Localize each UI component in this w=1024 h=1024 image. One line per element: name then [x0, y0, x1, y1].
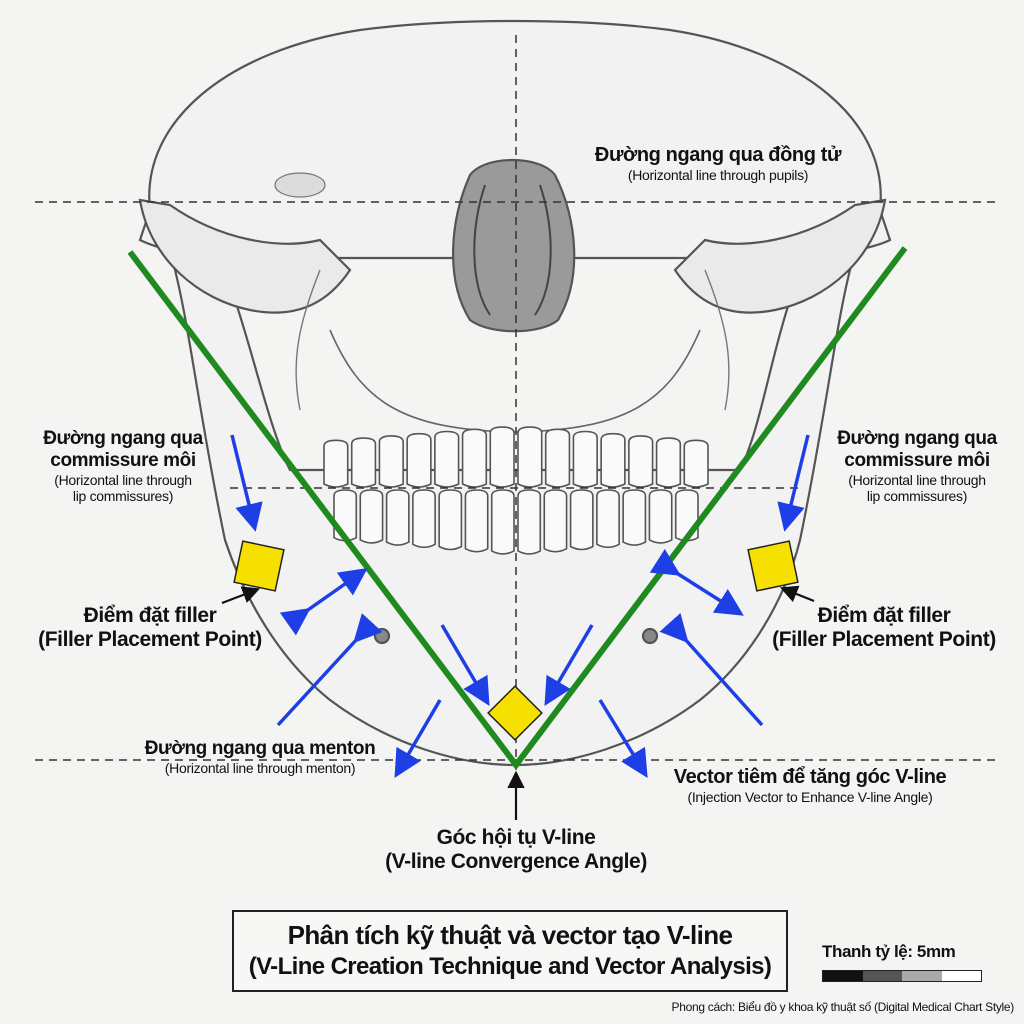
filler-right-line1: Điểm đặt filler — [817, 604, 951, 627]
tooth — [596, 489, 620, 549]
tooth — [438, 489, 463, 551]
lip-line-label-right: Đường ngang qua commissure môi (Horizont… — [812, 428, 1022, 504]
tooth — [464, 489, 489, 553]
filler-left-line2: (Filler Placement Point) — [38, 628, 262, 651]
vector-label: Vector tiêm để tăng góc V-line (Injectio… — [640, 766, 980, 805]
tooth — [622, 489, 647, 546]
tooth — [544, 428, 571, 488]
zygomatic-left — [138, 198, 352, 314]
mental-foramen-left — [373, 627, 391, 645]
skull-illustration — [138, 19, 892, 767]
filler-point-left — [233, 540, 285, 592]
tooth — [572, 430, 598, 488]
tooth — [434, 430, 460, 488]
vector-label-main: Vector tiêm để tăng góc V-line — [673, 766, 947, 788]
label-pointers — [221, 585, 815, 820]
menton-label-sub: (Horizontal line through menton) — [164, 760, 356, 776]
lip-right-sub2: lip commissures) — [866, 488, 968, 504]
tooth — [385, 489, 410, 546]
menton-line-label: Đường ngang qua menton (Horizontal line … — [120, 738, 400, 776]
tooth — [489, 426, 515, 488]
title-main: Phân tích kỹ thuật và vector tạo V-line — [287, 920, 733, 950]
pupil-line-label: Đường ngang qua đồng tử (Horizontal line… — [568, 144, 868, 183]
v-line — [127, 246, 908, 770]
tooth — [628, 435, 654, 488]
lip-line-label-left: Đường ngang qua commissure môi (Horizont… — [18, 428, 228, 504]
lip-right-line1: Đường ngang qua — [837, 428, 997, 449]
tooth — [359, 489, 384, 544]
lip-right-line2: commissure môi — [844, 450, 990, 471]
vector-arrow — [598, 699, 648, 778]
tooth — [490, 489, 515, 555]
vector-arrow — [659, 613, 764, 727]
nasal-cavity — [451, 159, 576, 333]
teeth — [323, 426, 709, 555]
maxilla — [329, 329, 701, 433]
filler-right-line2: (Filler Placement Point) — [772, 628, 996, 651]
injection-vectors — [230, 434, 810, 779]
lip-left-line1: Đường ngang qua — [43, 428, 203, 449]
vector-arrow — [440, 624, 490, 707]
convergence-line2: (V-line Convergence Angle) — [385, 850, 647, 873]
vector-label-sub: (Injection Vector to Enhance V-line Angl… — [687, 789, 933, 805]
tooth — [648, 489, 673, 544]
vector-arrow — [276, 613, 383, 727]
lip-left-line2: commissure môi — [50, 450, 196, 471]
convergence-label: Góc hội tụ V-line (V-line Convergence An… — [366, 826, 666, 874]
vector-arrow — [649, 548, 744, 616]
pupil-line-label-main: Đường ngang qua đồng tử — [594, 144, 842, 166]
filler-point-right — [747, 540, 799, 592]
pupil-line-label-sub: (Horizontal line through pupils) — [627, 167, 809, 183]
tooth — [323, 439, 349, 488]
title-sub: (V-Line Creation Technique and Vector An… — [248, 953, 772, 980]
title-box: Phân tích kỹ thuật và vector tạo V-line … — [232, 910, 788, 992]
convergence-line1: Góc hội tụ V-line — [436, 826, 596, 849]
zygomatic-right — [673, 198, 887, 314]
vector-arrow — [544, 624, 594, 707]
filler-points — [233, 540, 799, 741]
tooth — [543, 489, 568, 553]
scale-bar-label: Thanh tỷ lệ: 5mm — [822, 942, 956, 961]
tooth — [461, 428, 488, 488]
scale-bar-graphic — [822, 970, 982, 982]
vector-arrow — [394, 699, 442, 779]
tooth — [569, 489, 594, 551]
filler-point-chin — [487, 685, 543, 741]
filler-label-right: Điểm đặt filler (Filler Placement Point) — [754, 604, 1014, 652]
tooth — [517, 426, 543, 488]
vector-arrow — [230, 434, 263, 532]
vector-arrow — [279, 567, 368, 636]
filler-left-line1: Điểm đặt filler — [83, 604, 217, 627]
tooth — [378, 435, 404, 488]
style-footnote: Phong cách: Biểu đồ y khoa kỹ thuật số (… — [671, 1000, 1015, 1014]
tooth — [655, 437, 682, 488]
mental-foramen-right — [641, 627, 659, 645]
menton-label-main: Đường ngang qua menton — [144, 738, 376, 759]
vector-arrow — [777, 434, 810, 532]
lip-left-sub2: lip commissures) — [72, 488, 174, 504]
lip-right-sub1: (Horizontal line through — [848, 472, 986, 488]
filler-label-left: Điểm đặt filler (Filler Placement Point) — [20, 604, 280, 652]
tooth — [683, 439, 709, 488]
tooth — [406, 432, 432, 488]
tooth — [412, 489, 436, 549]
tooth — [517, 489, 542, 555]
tooth — [600, 432, 626, 488]
tooth — [350, 437, 377, 488]
scale-bar: Thanh tỷ lệ: 5mm — [822, 942, 982, 982]
lip-left-sub1: (Horizontal line through — [54, 472, 192, 488]
